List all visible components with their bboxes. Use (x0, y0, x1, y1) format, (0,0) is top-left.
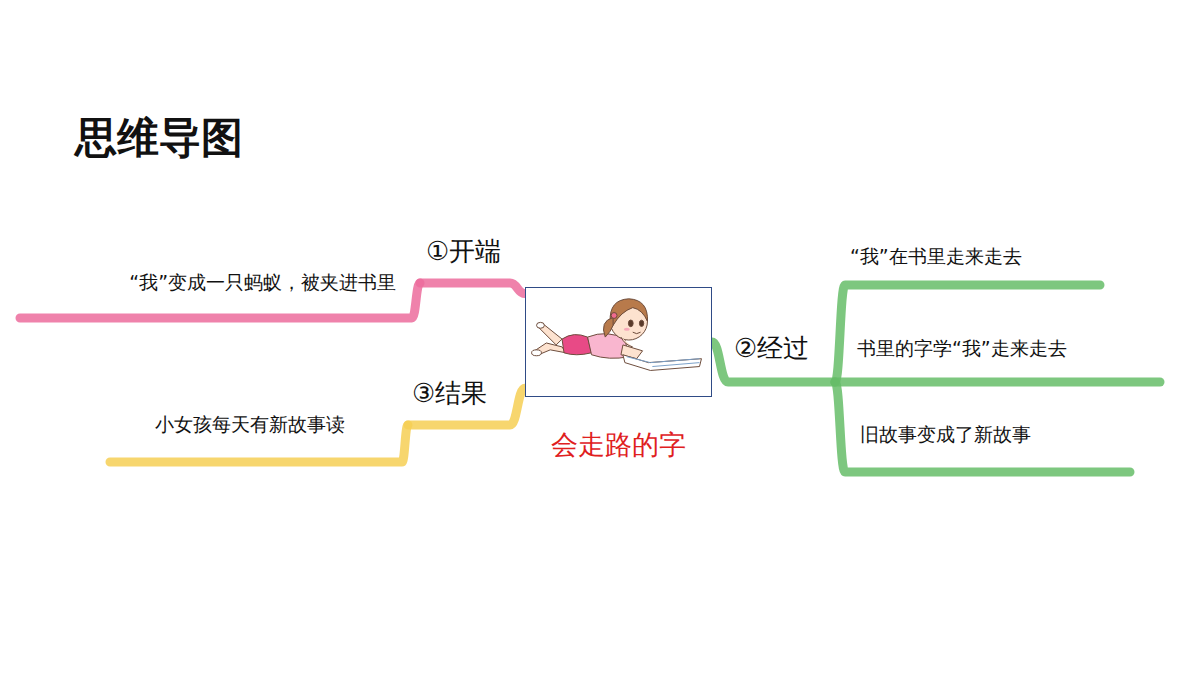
branch-node: ②经过 (728, 331, 835, 382)
picture-frame (525, 287, 712, 397)
leaf-text: 书里的字学“我”走来走去 (857, 336, 1067, 362)
branch-label: ②经过 (734, 331, 809, 366)
leaf-text: “我”在书里走来走去 (850, 244, 1022, 270)
central-title: 会走路的字 (525, 427, 712, 463)
branch-stroke (835, 382, 1130, 472)
leaf-text: “我”变成一只蚂蚁，被夹进书里 (129, 270, 396, 296)
leaf-node: “我”变成一只蚂蚁，被夹进书里 (20, 270, 412, 318)
central-topic: 会走路的字 (525, 287, 712, 463)
branch-stroke (420, 283, 525, 294)
branch-stroke (835, 378, 1160, 387)
girl-reading-illustration (526, 288, 711, 396)
leaf-node: “我”在书里走来走去 (845, 244, 1100, 285)
leaf-text: 旧故事变成了新故事 (860, 422, 1031, 448)
branch-node: ①开端 (420, 234, 510, 283)
leaf-node: 书里的字学“我”走来走去 (845, 336, 1160, 382)
leaf-text: 小女孩每天有新故事读 (155, 412, 345, 438)
branch-stroke (835, 285, 1100, 382)
branch-node: ③结果 (408, 376, 510, 425)
diagram-title: 思维导图 (75, 110, 243, 166)
leaf-node: 小女孩每天有新故事读 (110, 412, 402, 462)
leaf-node: 旧故事变成了新故事 (845, 422, 1130, 472)
branch-label: ①开端 (426, 234, 501, 269)
branch-label: ③结果 (412, 376, 487, 411)
